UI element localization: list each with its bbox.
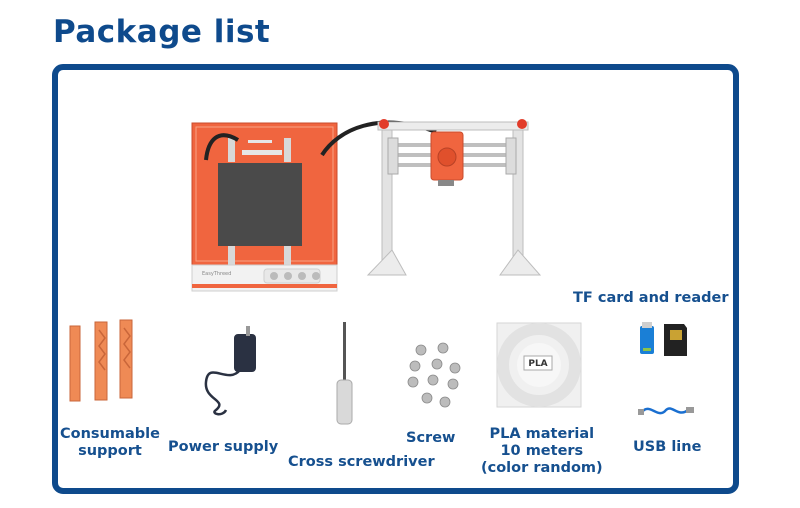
consumable-support-line2: support: [78, 443, 142, 459]
tf-card-image: [640, 322, 687, 356]
pla-line1: PLA material: [489, 426, 595, 442]
pla-tag-text: PLA: [528, 359, 547, 369]
page-title: Package list: [53, 14, 271, 50]
consumable-support-line1: Consumable: [60, 426, 160, 442]
pla-filament-image: PLA: [496, 322, 582, 408]
usb-line-label: USB line: [633, 439, 702, 455]
tf-card-label: TF card and reader: [573, 290, 729, 306]
screws-image: [407, 342, 461, 408]
power-supply-image: [204, 326, 256, 416]
pla-material-label: PLA material 10 meters (color random): [481, 426, 603, 477]
consumable-support-label: Consumable support: [60, 426, 160, 460]
package-frame: [52, 64, 739, 494]
pla-line3: (color random): [481, 460, 603, 476]
pla-line2: 10 meters: [500, 443, 584, 459]
screw-label: Screw: [406, 430, 456, 446]
consumable-support-image: [69, 319, 133, 402]
usb-cable-image: [638, 407, 694, 415]
printer-image: EasyThreed: [191, 119, 542, 292]
screwdriver-label: Cross screwdriver: [288, 454, 435, 470]
screwdriver-image: [336, 322, 353, 425]
power-supply-label: Power supply: [168, 439, 279, 455]
printer-brand-text: EasyThreed: [202, 271, 231, 277]
